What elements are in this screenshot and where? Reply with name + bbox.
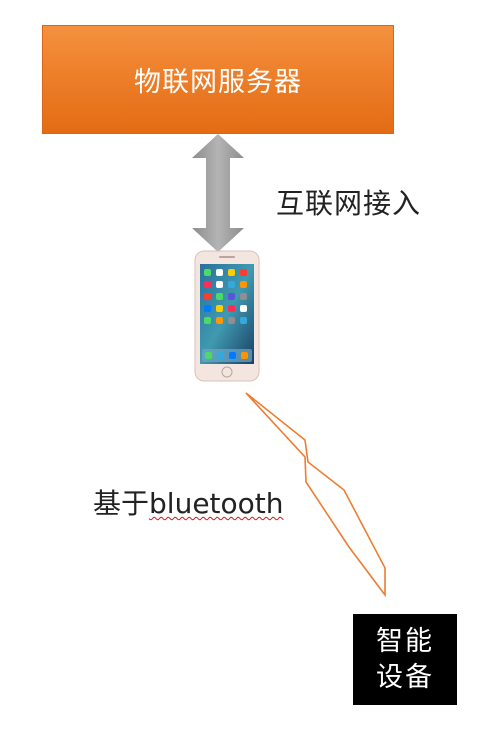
smart-device-line2: 设备 <box>376 661 434 693</box>
iot-server-label: 物联网服务器 <box>134 67 302 98</box>
bluetooth-label: 基于bluetooth <box>93 482 284 522</box>
internet-access-label: 互联网接入 <box>276 187 422 220</box>
smartphone-icon <box>194 250 260 382</box>
smart-device-box: 智能 设备 <box>353 614 457 705</box>
double-arrow-icon <box>192 134 244 252</box>
smart-device-line1: 智能 <box>376 625 434 657</box>
bluetooth-prefix: 基于 <box>93 487 150 520</box>
iot-server-box: 物联网服务器 <box>42 25 394 134</box>
bluetooth-word: bluetooth <box>149 487 284 520</box>
app-icons <box>202 269 252 362</box>
